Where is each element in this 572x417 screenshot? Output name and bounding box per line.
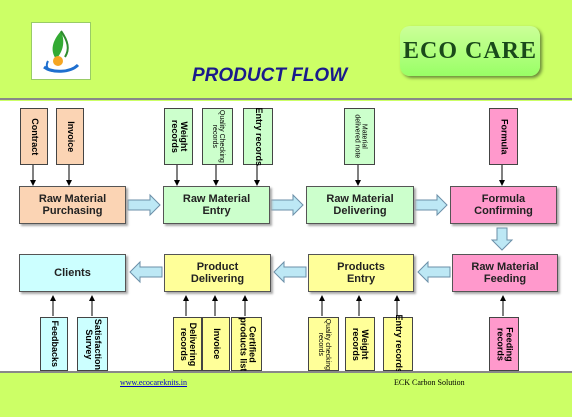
divider-top — [0, 98, 572, 100]
page-title: PRODUCT FLOW — [192, 65, 348, 86]
process-rm-entry: Raw Material Entry — [163, 186, 270, 224]
flow-arrow-down — [490, 227, 514, 251]
record-satisfaction: Satisfaction Survey — [77, 317, 108, 371]
process-product-delivering: Product Delivering — [164, 254, 271, 292]
flow-diagram: Contract Invoice Weight records Quality … — [0, 101, 572, 373]
process-formula-confirming: Formula Confirming — [450, 186, 557, 224]
process-rm-delivering: Raw Material Delivering — [306, 186, 414, 224]
record-certified: Certified products list — [231, 317, 262, 371]
record-weight-bottom: Weight records — [345, 317, 375, 371]
process-products-entry: Products Entry — [308, 254, 414, 292]
flow-arrow-3 — [414, 193, 448, 217]
flow-arrow-1 — [127, 193, 161, 217]
flow-arrows — [30, 164, 514, 316]
record-formula: Formula — [489, 108, 518, 165]
company-logo — [31, 22, 91, 80]
flow-arrow-4 — [417, 260, 451, 284]
record-material-note: Material delivered note — [344, 108, 375, 165]
flow-arrow-2 — [270, 193, 304, 217]
eco-leaf-icon — [43, 30, 80, 73]
record-contract: Contract — [20, 108, 48, 165]
flow-arrow-6 — [129, 260, 163, 284]
brand-badge: ECO CARE — [400, 26, 540, 76]
process-clients: Clients — [19, 254, 126, 292]
record-feeding: Feeding records — [489, 317, 519, 371]
record-feedbacks: Feedbacks — [40, 317, 68, 371]
divider-bottom — [0, 371, 572, 373]
record-delivering: Delivering records — [173, 317, 202, 371]
flow-arrow-5 — [273, 260, 307, 284]
record-invoice-top: Invoice — [56, 108, 84, 165]
record-weight-top: Weight records — [164, 108, 193, 165]
record-invoice-bottom: Invoice — [202, 317, 230, 371]
company-name: ECK Carbon Solution — [394, 378, 465, 387]
record-quality-top: Quality Checking records — [202, 108, 233, 165]
record-entry-bottom: Entry records — [383, 315, 413, 373]
record-quality-bottom: Quality checking records — [308, 317, 339, 371]
record-entry-top: Entry records — [243, 107, 273, 166]
process-rm-feeding: Raw Material Feeding — [452, 254, 558, 292]
website-link[interactable]: www.ecocareknits.in — [120, 378, 188, 387]
process-rm-purchasing: Raw Material Purchasing — [19, 186, 126, 224]
